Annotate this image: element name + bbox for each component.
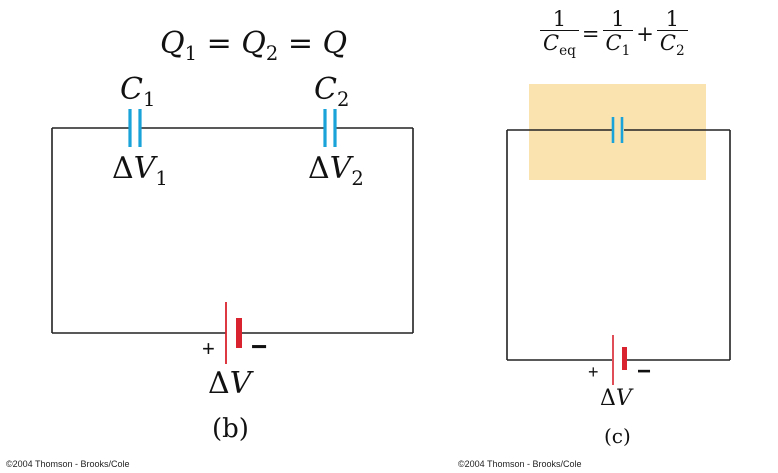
capacitor-c2 bbox=[323, 109, 337, 147]
battery-minus-c: − bbox=[637, 358, 652, 385]
circuit-c bbox=[506, 129, 731, 361]
c1-label: C1 bbox=[120, 72, 156, 111]
battery-voltage-label-b: ΔV bbox=[208, 366, 252, 401]
battery-c bbox=[612, 335, 627, 385]
c2-label: C2 bbox=[314, 72, 350, 111]
battery-b bbox=[225, 302, 242, 364]
lhs-fraction: 1 Ceq bbox=[540, 8, 579, 60]
battery-plus-b: + bbox=[202, 336, 215, 361]
term1-fraction: 1 C1 bbox=[602, 8, 634, 60]
caption-c: (c) bbox=[604, 424, 631, 448]
delta-v1-label: ΔV1 bbox=[112, 151, 168, 190]
delta-v2-label: ΔV2 bbox=[308, 151, 364, 190]
charge-equation: Q1 = Q2 = Q bbox=[160, 26, 348, 65]
battery-voltage-label-c: ΔV bbox=[600, 386, 632, 411]
term2-fraction: 1 C2 bbox=[656, 8, 688, 60]
series-capacitance-formula: 1 Ceq = 1 C1 + 1 C2 bbox=[540, 8, 688, 60]
battery-minus-b: − bbox=[251, 331, 268, 362]
battery-plus-c: + bbox=[588, 362, 599, 382]
capacitor-ceq bbox=[611, 117, 624, 143]
copyright-b: ©2004 Thomson - Brooks/Cole bbox=[6, 459, 130, 469]
copyright-c: ©2004 Thomson - Brooks/Cole bbox=[458, 459, 582, 469]
capacitor-c1 bbox=[128, 109, 142, 147]
equivalent-capacitor-highlight bbox=[529, 84, 706, 180]
caption-b: (b) bbox=[212, 414, 249, 444]
circuit-b bbox=[51, 127, 414, 334]
